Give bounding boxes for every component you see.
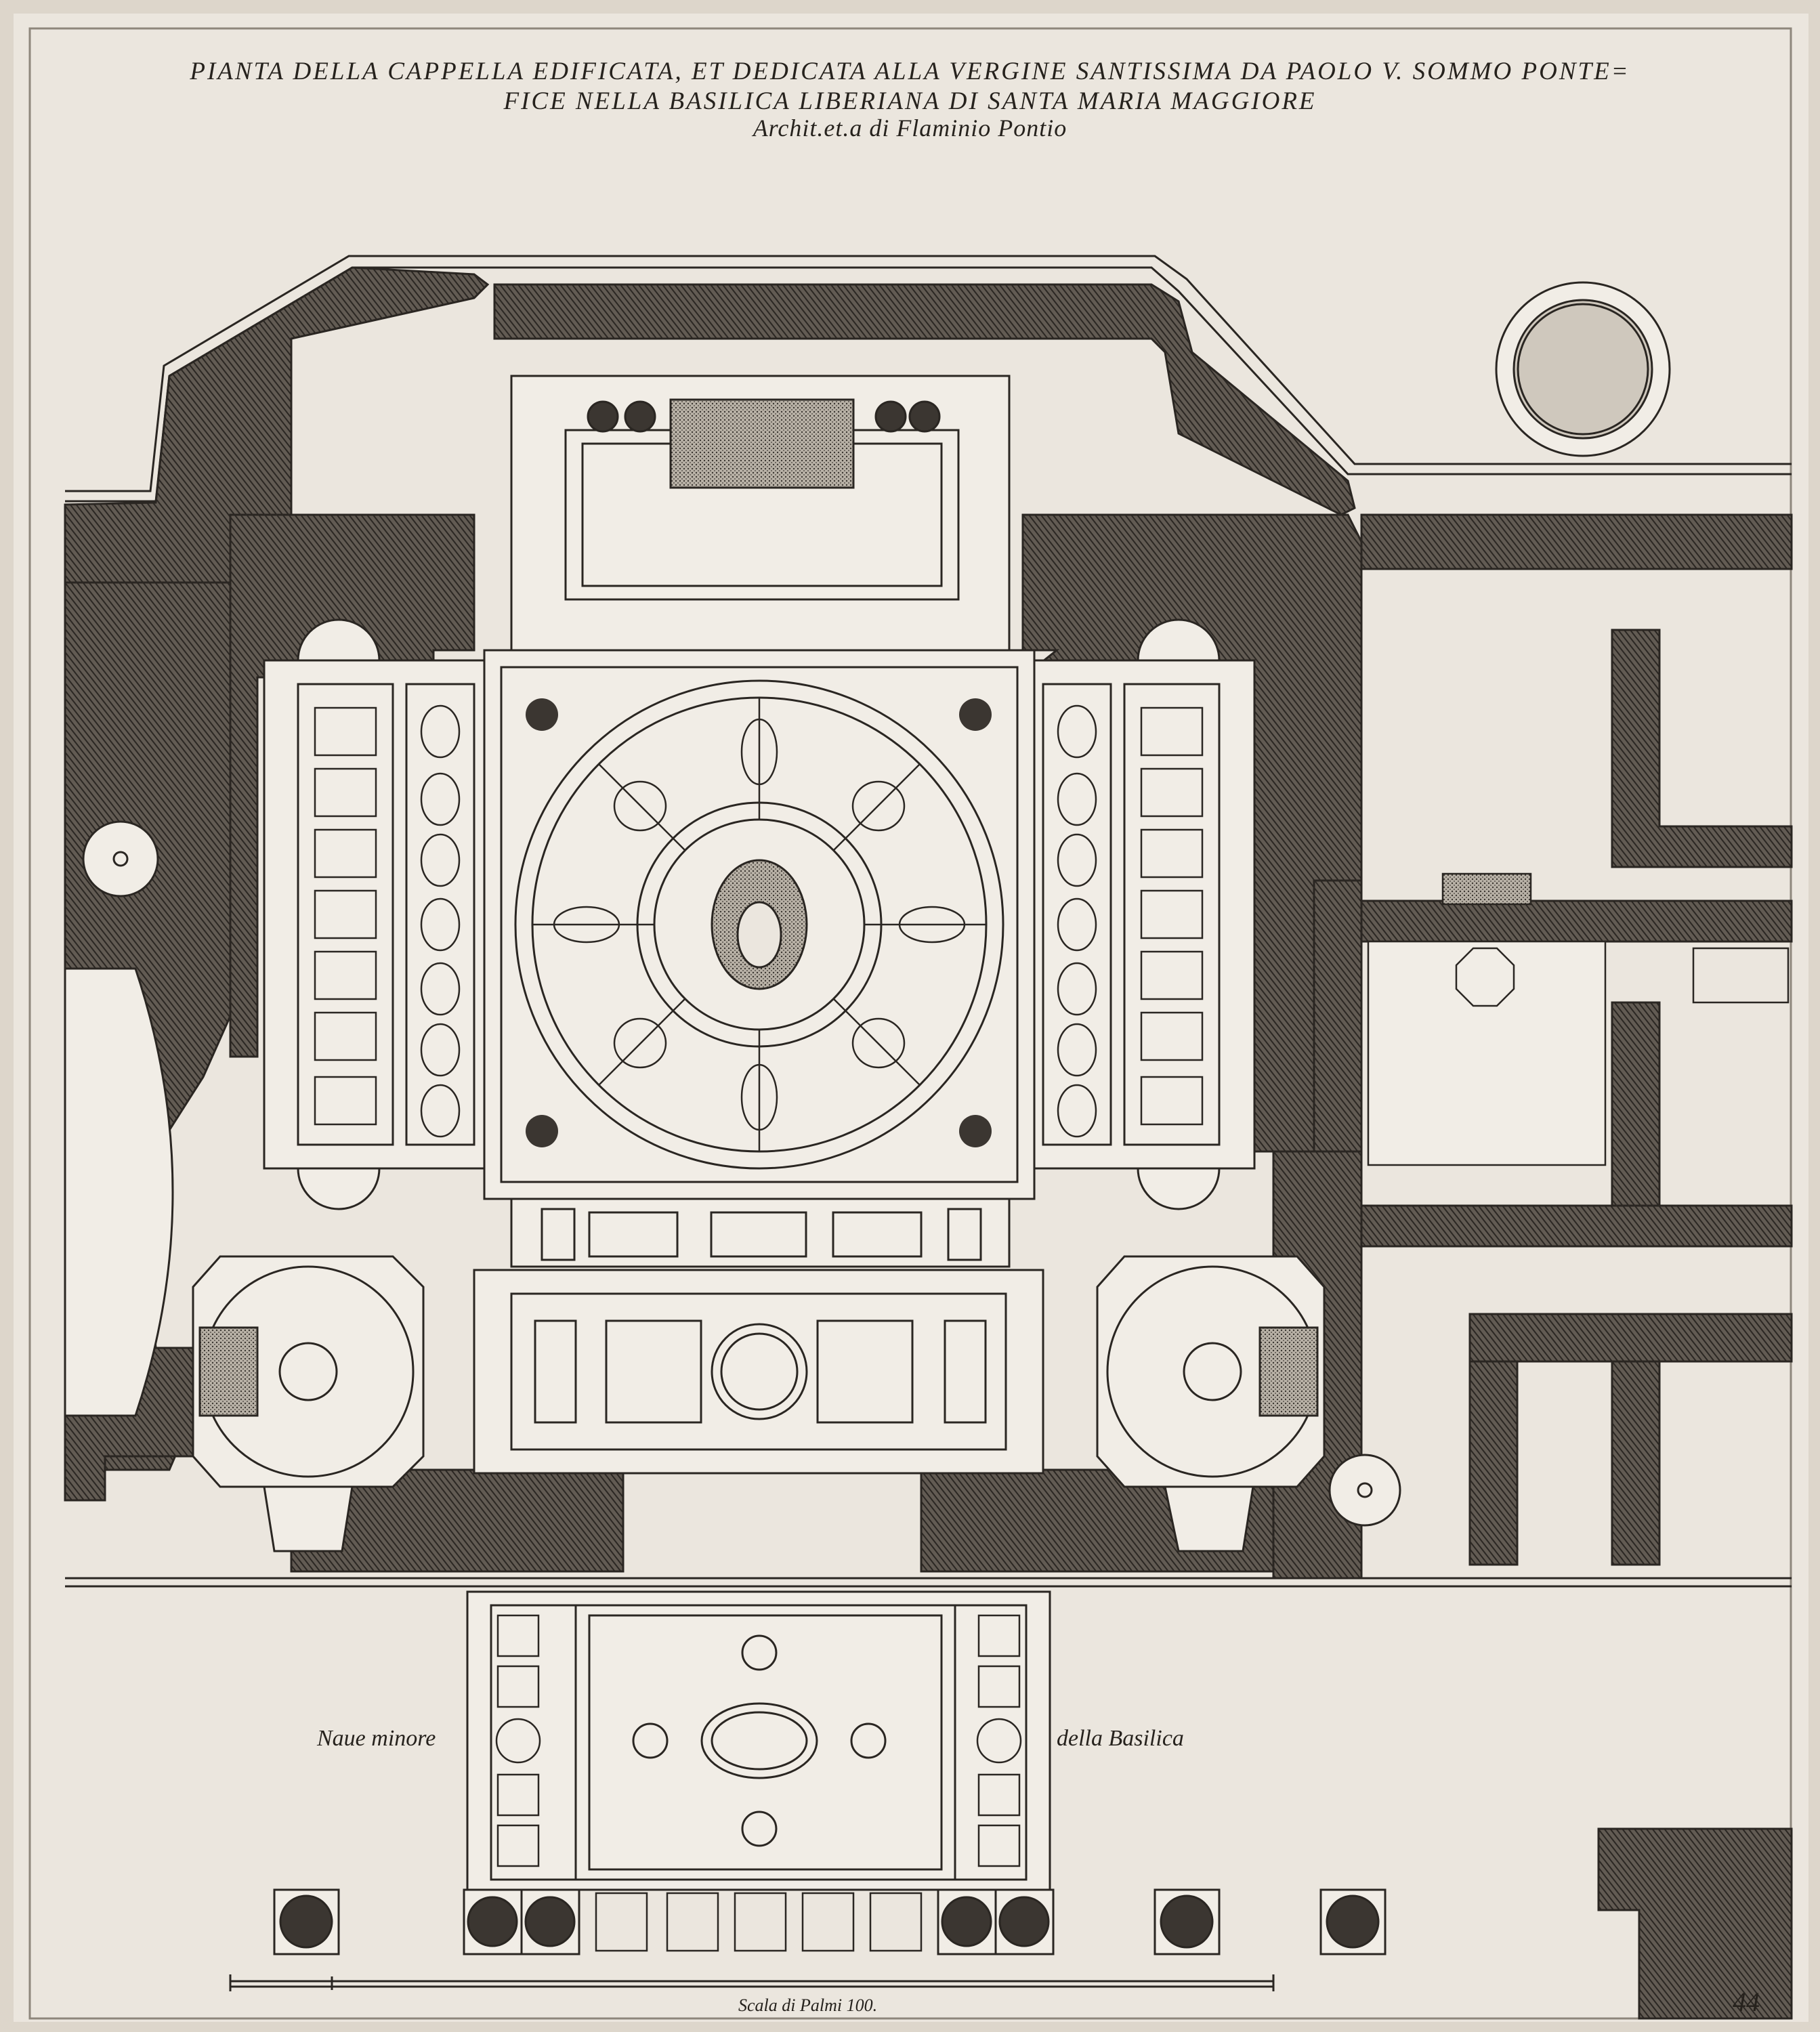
entrance-bay bbox=[473, 1198, 1044, 1475]
central-crossing bbox=[483, 649, 1036, 1200]
spiral-stairs bbox=[82, 820, 1401, 1527]
left-bay bbox=[263, 618, 486, 1210]
left-side-chapel bbox=[192, 1255, 425, 1552]
right-wing-details bbox=[1367, 872, 1790, 1166]
aisle-label-left: Naue minore bbox=[317, 1726, 436, 1751]
scale-label: Scala di Palmi 100. bbox=[738, 1995, 878, 2015]
architect-credit: Archit.et.a di Flaminio Pontio bbox=[753, 114, 1067, 142]
right-bay-panels bbox=[1057, 704, 1204, 1138]
aisle-bay bbox=[466, 1590, 1051, 1891]
left-apse bbox=[64, 967, 174, 1417]
outer-wall-outline bbox=[65, 255, 1792, 1588]
plate-title-line-1: PIANTA DELLA CAPPELLA EDIFICATA, ET DEDI… bbox=[190, 58, 1630, 85]
pendentive-eagles bbox=[526, 698, 992, 1147]
altar-bay bbox=[510, 375, 1011, 652]
column-bases bbox=[273, 1888, 1387, 1955]
scale-bar bbox=[229, 1974, 1275, 1991]
plate-border bbox=[28, 27, 1792, 2020]
aisle-side-panels bbox=[495, 1614, 1022, 1867]
medallion bbox=[1495, 281, 1671, 457]
left-bay-panels bbox=[314, 704, 461, 1138]
right-bay bbox=[1033, 618, 1256, 1210]
plate-title-line-2: FICE NELLA BASILICA LIBERIANA DI SANTA M… bbox=[503, 87, 1317, 115]
step-panels bbox=[595, 1892, 923, 1952]
right-side-chapel bbox=[1096, 1255, 1326, 1552]
aisle-label-right: della Basilica bbox=[1057, 1726, 1184, 1751]
plate-number: 44 bbox=[1733, 1987, 1760, 2017]
